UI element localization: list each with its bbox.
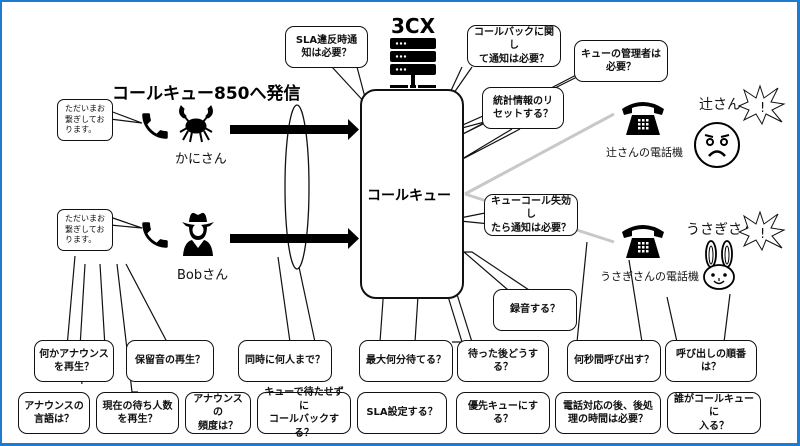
question-after-wait-action: 待った後どうする？	[457, 340, 549, 382]
question-simultaneous-count: 同時に何人まで？	[238, 340, 332, 382]
pointer-ring-order-2	[723, 293, 737, 343]
question-callback-without-wait: キューで待たせずに コールバックする？	[257, 387, 351, 439]
caller-name-bob: Bobさん	[177, 268, 229, 283]
link-tsuji	[464, 112, 615, 196]
question-stats-reset: 統計情報のリ セットする？	[482, 87, 564, 129]
svg-text:!: !	[760, 227, 765, 242]
diagram-heading: コールキュー850へ発信	[112, 84, 301, 104]
pointer-hold-music-2	[125, 263, 177, 343]
cowboy-icon	[182, 212, 214, 256]
pointer-stats-reset-2	[456, 128, 521, 163]
desk-phone-icon	[622, 102, 664, 135]
desk-phone-icon	[622, 225, 664, 258]
svg-text:!: !	[760, 101, 765, 116]
concurrent-group-ellipse	[284, 104, 310, 270]
arrow-kani-to-queue	[230, 119, 359, 140]
arrow-bob-to-queue	[230, 228, 359, 249]
question-sla-setting: SLA設定する？	[357, 392, 447, 434]
caller-name-kani: かにさん	[175, 152, 227, 167]
question-queue-admin: キューの管理者は 必要？	[574, 40, 668, 82]
bob-greeting-bubble: ただいまお 繋ぎしてお ります。	[57, 209, 113, 251]
question-announcement-frequency: アナウンスの 頻度は？	[185, 392, 251, 434]
pointer-hold-music	[99, 263, 112, 348]
pointer-simultaneous-2	[298, 266, 316, 343]
question-queue-members: 誰がコールキューに 入る？	[667, 392, 761, 434]
question-priority-queue: 優先キューにする？	[456, 392, 550, 434]
agent-name-tsuji: 辻さん	[699, 97, 741, 113]
question-ring-order: 呼び出しの順番 は？	[665, 340, 757, 382]
question-hold-music: 保留音の再生？	[126, 340, 214, 382]
question-callback-notify: コールバックに関し て通知は必要？	[467, 25, 561, 67]
question-play-queue-position: 現在の待ち人数 を再生？	[96, 392, 179, 434]
phone-handset-icon	[142, 222, 168, 248]
call-queue-box	[360, 89, 464, 299]
question-ring-duration: 何秒間呼び出す？	[567, 340, 661, 382]
phone-handset-icon	[142, 113, 168, 139]
rabbit-icon	[703, 240, 735, 290]
question-sla-violation-notify: SLA違反時通 知は必要？	[285, 26, 368, 68]
question-recording: 録音する？	[493, 289, 577, 331]
exclamation-burst-icon: !	[737, 210, 786, 252]
question-expire-notify: キューコール失効し たら通知は必要？	[484, 194, 578, 236]
server-icon	[390, 38, 436, 88]
angry-face-icon	[694, 122, 740, 168]
kani-greeting-bubble: ただいまお 繋ぎしてお ります。	[57, 99, 113, 141]
pointer-kani-greeting	[109, 110, 143, 124]
pointer-announce	[66, 255, 78, 348]
crab-icon	[179, 105, 213, 143]
server-label: 3CX	[391, 14, 436, 38]
pointer-simultaneous	[277, 256, 291, 343]
pointer-ring-time	[576, 241, 592, 343]
pointer-announce-2	[79, 263, 90, 348]
question-announcement-language: アナウンスの 言語は？	[18, 392, 90, 434]
question-play-announcement: 何かアナウンス を再生？	[34, 340, 114, 382]
exclamation-burst-icon: !	[737, 84, 786, 126]
question-max-wait-time: 最大何分待てる？	[359, 340, 453, 382]
pointer-ring-order	[666, 296, 707, 343]
question-wrap-up-time: 電話対応の後、後処 理の時間は必要？	[555, 392, 661, 434]
agent-phone-label-tsuji: 辻さんの電話機	[606, 146, 683, 159]
call-queue-label: コールキュー	[367, 188, 451, 204]
agent-name-usagi: うさぎさん	[686, 222, 756, 238]
pointer-bob-greeting	[109, 216, 143, 229]
agent-phone-label-usagi: うさぎさんの電話機	[600, 270, 699, 283]
